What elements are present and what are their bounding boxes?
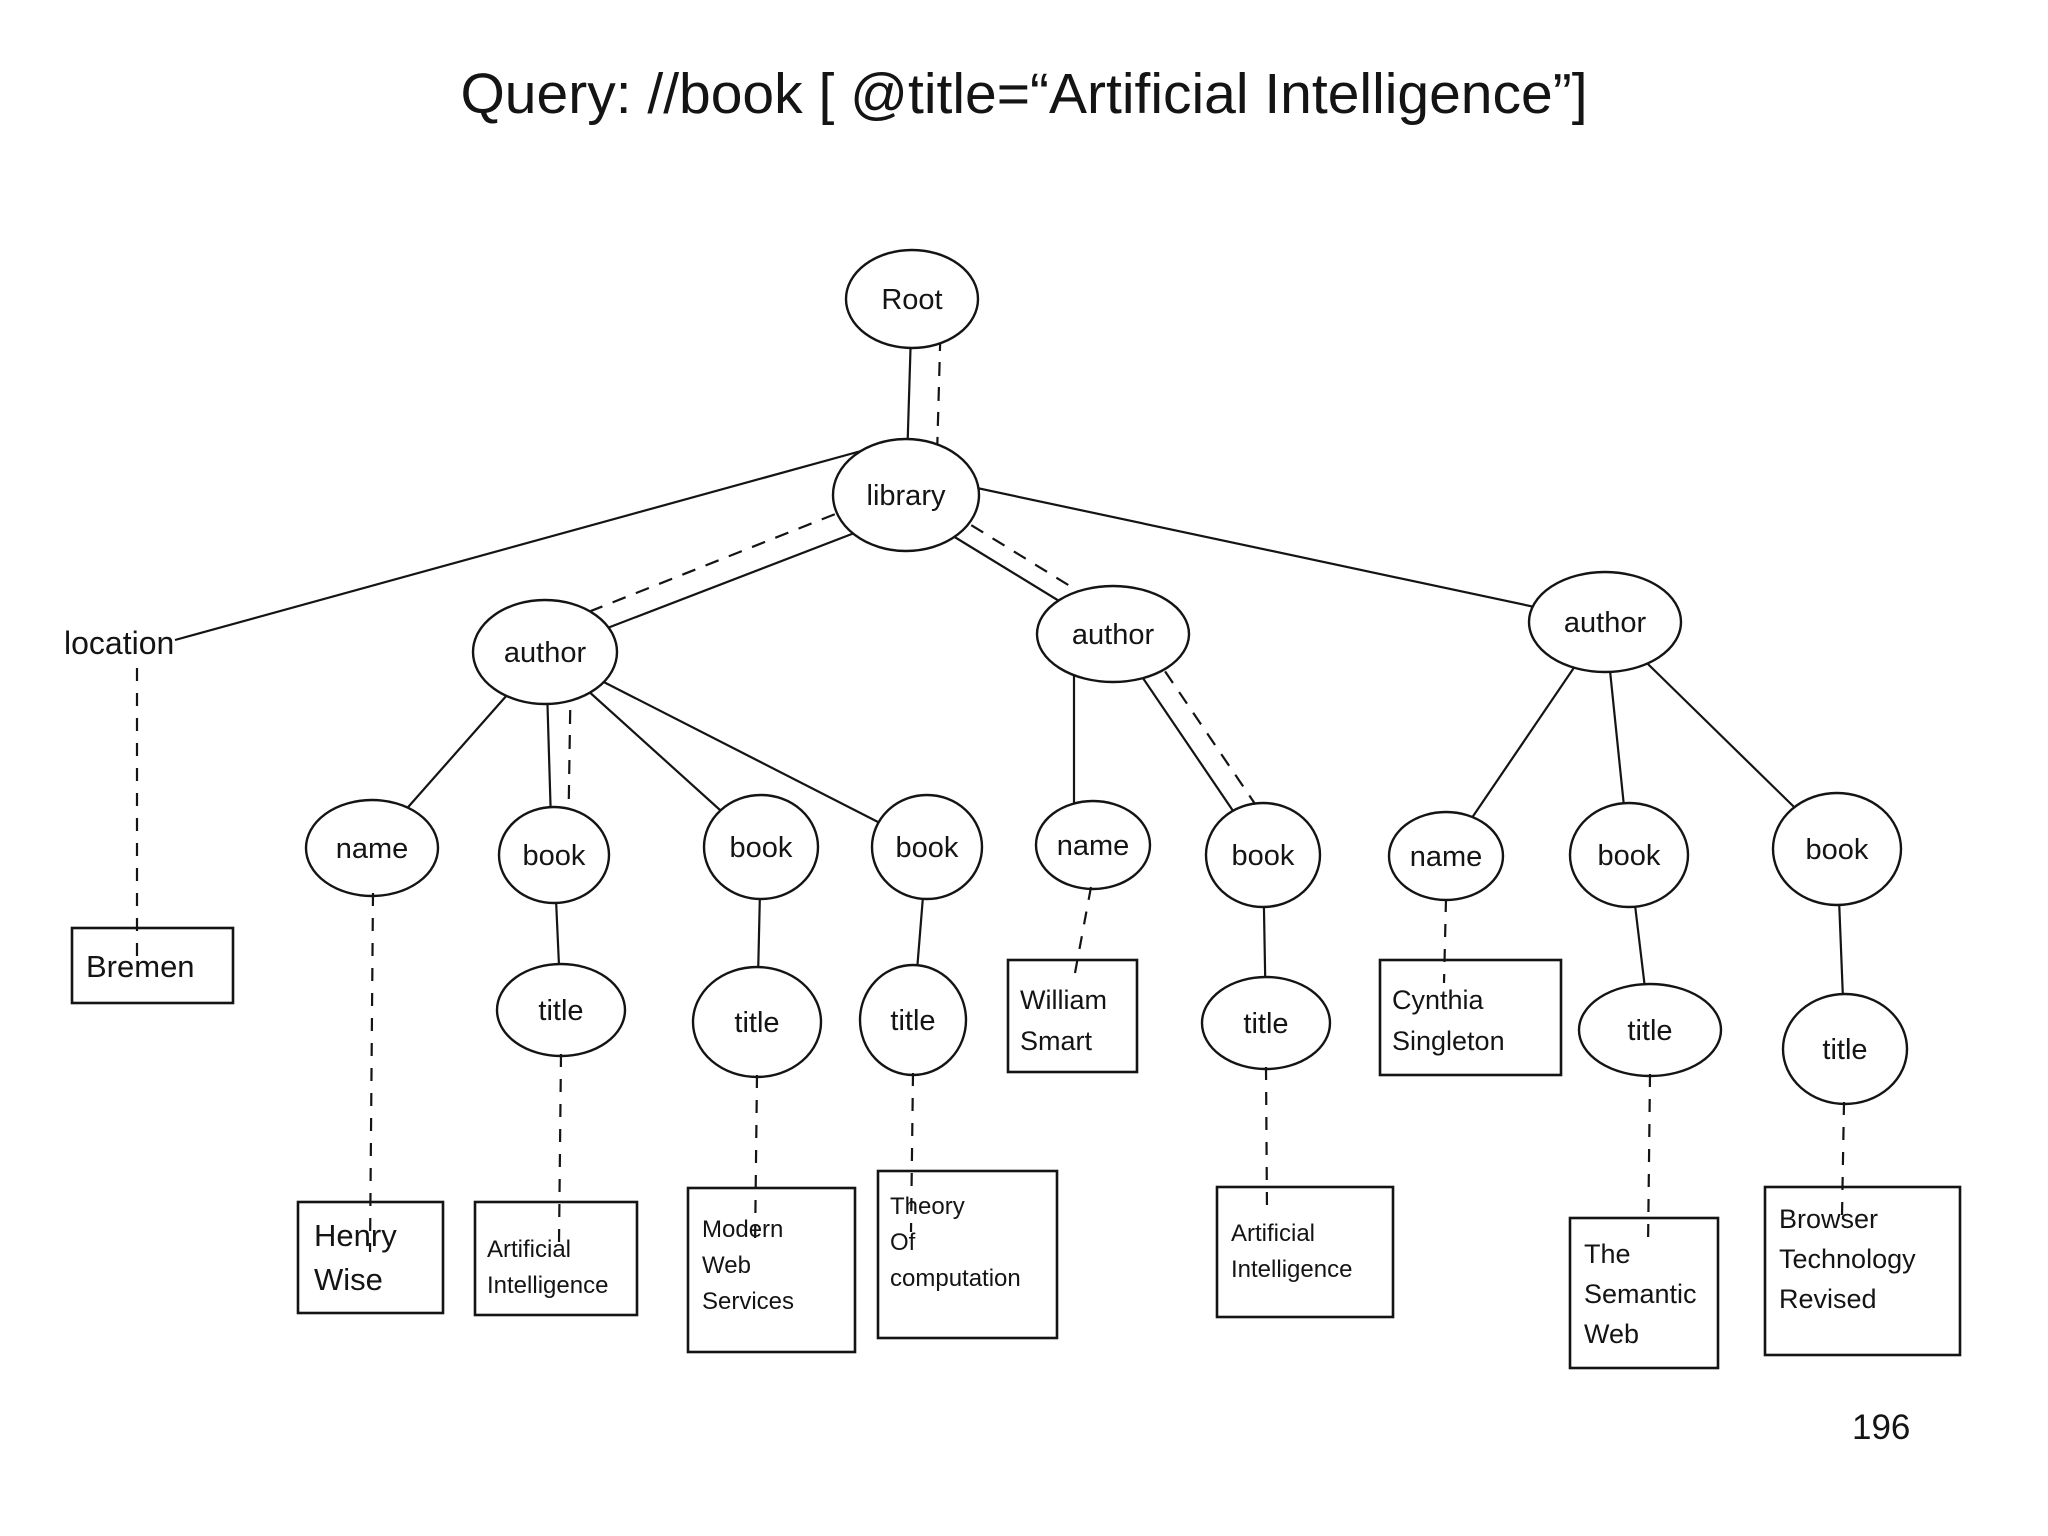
edge-author2-book4-querypath [1136,629,1288,852]
value-link-title2-modern [753,1074,759,1248]
value-link-title1-ai-left [557,1053,563,1244]
node-label-book1: book [523,840,586,872]
node-library [831,437,981,553]
node-author3 [1527,570,1683,674]
value-box-modern [686,1186,857,1354]
node-label-title1: title [538,995,583,1027]
node-author1 [471,598,619,706]
node-label-name3: name [1410,841,1483,873]
node-label-book3: book [896,832,959,864]
edge-library-author2-querypath [949,511,1126,621]
query-title: Query: //book [ @title=“Artificial Intel… [460,62,1588,126]
node-book3 [870,793,984,901]
node-label-author2: author [1072,619,1155,651]
node-name2 [1034,799,1152,891]
edge-library-location [174,446,873,642]
edge-library-author3 [929,476,1606,624]
value-link-name1-henry [368,892,375,1253]
node-book2 [702,793,820,901]
node-book6 [1771,791,1903,907]
node-label-title6: title [1822,1034,1867,1066]
value-link-title5-semantic [1646,1073,1652,1249]
edge-library-author1-querypath [547,503,859,630]
value-box-cynthia [1378,958,1563,1077]
node-label-name1: name [336,833,409,865]
value-box-theory [876,1169,1059,1340]
node-label-book6: book [1806,834,1869,866]
value-box-william [1006,958,1139,1074]
node-label-title4: title [1243,1008,1288,1040]
node-label-title5: title [1627,1015,1672,1047]
edge-author1-book3 [544,651,928,848]
node-label-author3: author [1564,607,1647,639]
node-label-title2: title [734,1007,779,1039]
node-label-title3: title [890,1005,935,1037]
node-label-book5: book [1598,840,1661,872]
value-text-bremen: Bremen [86,949,195,984]
value-link-title6-browser [1840,1101,1846,1217]
node-book5 [1568,801,1690,909]
value-box-bremen [70,926,235,1005]
node-label-library: library [867,480,946,512]
node-book1 [497,805,611,905]
node-label-author1: author [504,637,587,669]
node-label-book2: book [730,832,793,864]
value-box-ai-mid [1215,1185,1395,1319]
value-box-semantic [1568,1216,1720,1370]
node-root [844,248,980,350]
value-box-browser [1763,1185,1962,1357]
label-location: location [64,625,174,661]
page-number: 196 [1852,1408,1911,1447]
node-label-book4: book [1232,840,1295,872]
node-author2 [1035,584,1191,684]
node-label-root: Root [881,284,942,316]
value-box-ai-left [473,1200,639,1317]
value-link-title3-theory [909,1072,915,1233]
node-book4 [1204,801,1322,909]
node-label-name2: name [1057,830,1130,862]
